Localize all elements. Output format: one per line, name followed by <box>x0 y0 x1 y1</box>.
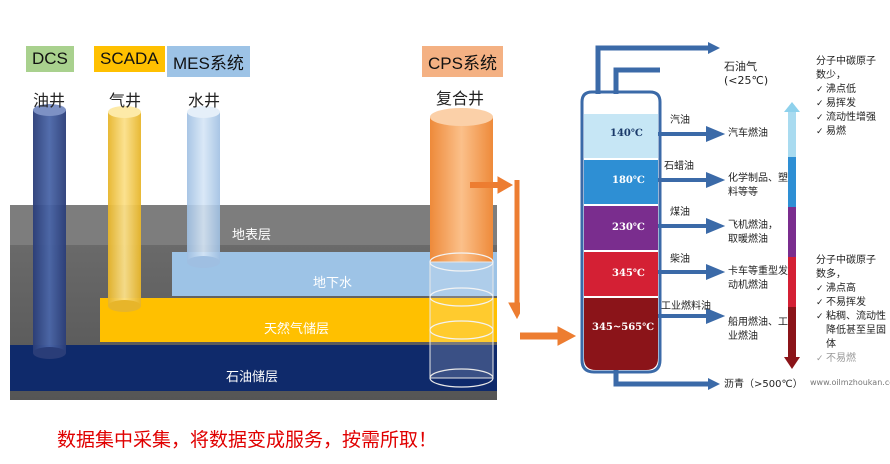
gas-reservoir-layer <box>100 298 497 342</box>
property-scale-arrow <box>784 102 800 369</box>
flow-arrows <box>470 176 520 320</box>
temp-180: 180℃ <box>612 175 645 186</box>
strata-diagram <box>10 104 520 400</box>
fraction-fuel-oil: 工业燃料油 <box>661 301 711 312</box>
gas-well <box>108 106 141 312</box>
temp-140: 140℃ <box>610 128 643 139</box>
light-fraction-notes: 分子中碳原子 数少， 沸点低 易挥发 流动性增强 易燃 <box>816 55 888 139</box>
product-asphalt: 沥青（>500℃） <box>724 379 803 390</box>
footer-slogan: 数据集中采集，将数据变成服务，按需所取！ <box>57 429 438 451</box>
water-well-label: 水井 <box>188 91 221 110</box>
composite-well <box>429 108 494 388</box>
product-jet-fuel: 飞机燃油，取暖燃油 <box>728 220 778 245</box>
product-car-fuel: 汽车燃油 <box>728 128 768 139</box>
watermark-text: www.oilmzhoukan.com <box>810 378 890 387</box>
temp-345-565: 345~565℃ <box>592 322 655 333</box>
section-345 <box>584 252 658 296</box>
dcs-tag: DCS <box>26 46 74 72</box>
fraction-gasoline: 汽油 <box>670 115 690 126</box>
section-230 <box>584 206 658 250</box>
heavy-fraction-notes: 分子中碳原子 数多， 沸点高 不易挥发 粘稠、流动性降低甚至呈固体 不易燃 <box>816 254 888 366</box>
temp-345: 345℃ <box>612 268 645 279</box>
oil-well-label: 油井 <box>33 91 66 110</box>
product-marine-fuel: 船用燃油、工业燃油 <box>728 317 788 342</box>
product-chemicals: 化学制品、塑料等等 <box>728 173 788 198</box>
oil-well <box>33 104 66 359</box>
mes-tag: MES系统 <box>167 46 250 77</box>
cps-tag: CPS系统 <box>422 46 503 77</box>
oil-reservoir-layer <box>10 345 497 391</box>
gas-reservoir-layer-label: 天然气储层 <box>264 322 330 337</box>
surface-layer-label: 地表层 <box>232 228 272 243</box>
section-140 <box>584 114 658 158</box>
composite-well-label: 复合井 <box>436 89 485 108</box>
product-truck-fuel: 卡车等重型发动机燃油 <box>728 266 788 291</box>
fraction-paraffin: 石蜡油 <box>664 161 694 172</box>
section-345-565 <box>584 298 658 370</box>
groundwater-layer-label: 地下水 <box>313 276 353 291</box>
oil-reservoir-layer-label: 石油储层 <box>226 370 279 385</box>
section-180 <box>584 160 658 204</box>
temp-230: 230℃ <box>612 222 645 233</box>
scada-tag: SCADA <box>94 46 165 72</box>
gas-well-label: 气井 <box>109 91 142 110</box>
fraction-kerosene: 煤油 <box>670 207 690 218</box>
distillation-tower <box>520 42 800 390</box>
product-petroleum-gas: 石油气(<25℃) <box>724 60 769 87</box>
fraction-diesel: 柴油 <box>670 254 690 265</box>
water-well <box>187 106 220 268</box>
